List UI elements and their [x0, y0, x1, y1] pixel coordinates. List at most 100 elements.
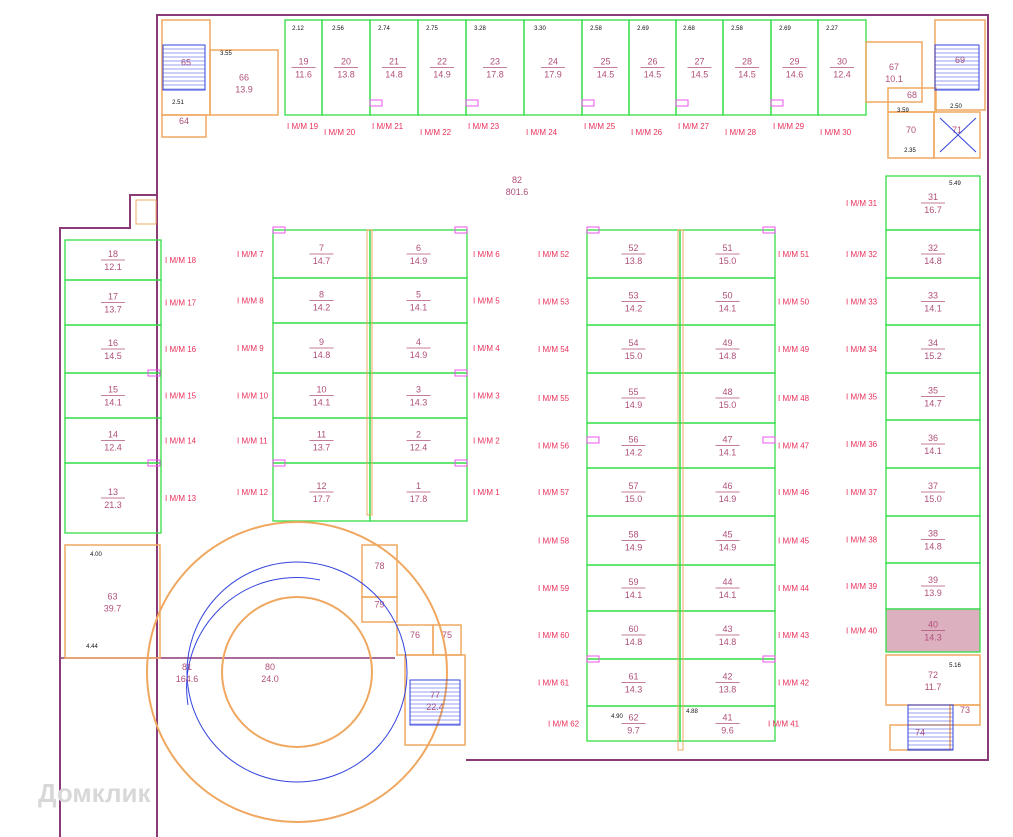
room-63: [64, 544, 161, 659]
space-area: 14.5: [691, 70, 709, 80]
space-area: 15.0: [625, 351, 643, 361]
parking-label-9: I M/M 9: [237, 344, 264, 353]
space-area: 12.4: [833, 70, 851, 80]
door-marker: [586, 436, 600, 444]
parking-label-12: I M/M 12: [237, 488, 269, 497]
space-area: 14.2: [625, 448, 643, 458]
room-area: 13.9: [235, 85, 253, 95]
space-number: 36: [928, 433, 938, 443]
room-number: 81: [182, 662, 192, 672]
space-number: 28: [742, 57, 752, 67]
parking-label-61: I M/M 61: [538, 679, 570, 688]
space-number: 48: [722, 387, 732, 397]
parking-label-45: I M/M 45: [778, 537, 810, 546]
parking-label-3: I M/M 3: [473, 392, 500, 401]
door-marker: [762, 655, 776, 663]
parking-space-1[interactable]: [369, 462, 468, 522]
space-number: 45: [722, 530, 732, 540]
room-number: 80: [265, 662, 275, 672]
room-81-spiral-ramp: [146, 521, 448, 823]
space-number: 3: [416, 385, 421, 395]
space-area: 14.8: [924, 542, 942, 552]
parking-label-36: I M/M 36: [846, 440, 878, 449]
dimension-label: 2.12: [292, 26, 304, 32]
parking-label-25: I M/M 25: [584, 122, 616, 131]
parking-label-29: I M/M 29: [773, 122, 805, 131]
dimension-label: 3.55: [220, 51, 232, 57]
dimension-label: 2.75: [426, 26, 438, 32]
space-area: 14.1: [924, 446, 942, 456]
parking-label-56: I M/M 56: [538, 442, 570, 451]
parking-label-27: I M/M 27: [678, 122, 710, 131]
space-number: 1: [416, 481, 421, 491]
space-area: 14.5: [738, 70, 756, 80]
space-number: 50: [722, 291, 732, 301]
room-66: [209, 49, 279, 116]
parking-label-48: I M/M 48: [778, 394, 810, 403]
parking-label-18: I M/M 18: [165, 256, 197, 265]
room-64: [161, 114, 207, 138]
door-marker: [454, 226, 468, 234]
column-shaft: [677, 229, 684, 751]
space-number: 47: [722, 435, 732, 445]
parking-label-59: I M/M 59: [538, 584, 570, 593]
space-number: 35: [928, 386, 938, 396]
door-marker: [454, 459, 468, 467]
space-area: 14.9: [625, 543, 643, 553]
dimension-label: 3.30: [534, 26, 546, 32]
dimension-label: 2.69: [779, 26, 791, 32]
space-area: 14.8: [313, 350, 331, 360]
room-number: 69: [955, 55, 965, 65]
space-area: 17.8: [410, 494, 428, 504]
space-number: 49: [722, 338, 732, 348]
space-area: 14.8: [924, 256, 942, 266]
dimension-label: 2.35: [904, 148, 916, 154]
space-area: 14.8: [625, 637, 643, 647]
space-number: 61: [628, 672, 638, 682]
room-area: 11.7: [925, 682, 942, 692]
parking-label-22: I M/M 22: [420, 128, 452, 137]
space-number: 38: [928, 529, 938, 539]
room-area: 801.6: [506, 187, 529, 197]
parking-label-15: I M/M 15: [165, 392, 197, 401]
room-77: [404, 654, 466, 746]
door-marker: [770, 99, 784, 107]
dimension-label: 2.51: [172, 100, 184, 106]
room-73: [949, 704, 981, 726]
room-number: 82: [512, 175, 522, 185]
space-area: 12.1: [104, 262, 122, 272]
room-number: 78: [374, 561, 384, 571]
parking-label-47: I M/M 47: [778, 442, 810, 451]
room-number: 72: [928, 670, 938, 680]
parking-label-8: I M/M 8: [237, 297, 264, 306]
ramp-path: [186, 561, 408, 783]
space-area: 17.9: [544, 70, 562, 80]
room-number: 76: [410, 630, 420, 640]
parking-label-28: I M/M 28: [725, 128, 757, 137]
space-number: 9: [319, 337, 324, 347]
space-number: 41: [722, 713, 732, 723]
space-area: 15.0: [924, 494, 942, 504]
space-area: 15.2: [924, 351, 942, 361]
parking-label-23: I M/M 23: [468, 122, 500, 131]
parking-label-53: I M/M 53: [538, 298, 570, 307]
space-area: 14.3: [924, 633, 942, 643]
room-number: 67: [889, 62, 899, 72]
parking-space-41[interactable]: [679, 705, 776, 742]
room-area: 164.6: [176, 674, 199, 684]
space-number: 12: [316, 481, 326, 491]
parking-label-14: I M/M 14: [165, 437, 197, 446]
space-number: 39: [928, 575, 938, 585]
parking-label-30: I M/M 30: [820, 128, 852, 137]
space-area: 14.7: [924, 399, 942, 409]
space-area: 14.2: [625, 304, 643, 314]
space-number: 52: [628, 243, 638, 253]
space-area: 17.8: [486, 70, 504, 80]
space-area: 21.3: [104, 500, 122, 510]
door-marker: [369, 99, 383, 107]
parking-label-24: I M/M 24: [526, 128, 558, 137]
parking-space-13[interactable]: [64, 462, 162, 534]
space-area: 13.8: [337, 70, 355, 80]
parking-label-60: I M/M 60: [538, 631, 570, 640]
dimension-label: 3.59: [897, 108, 909, 114]
